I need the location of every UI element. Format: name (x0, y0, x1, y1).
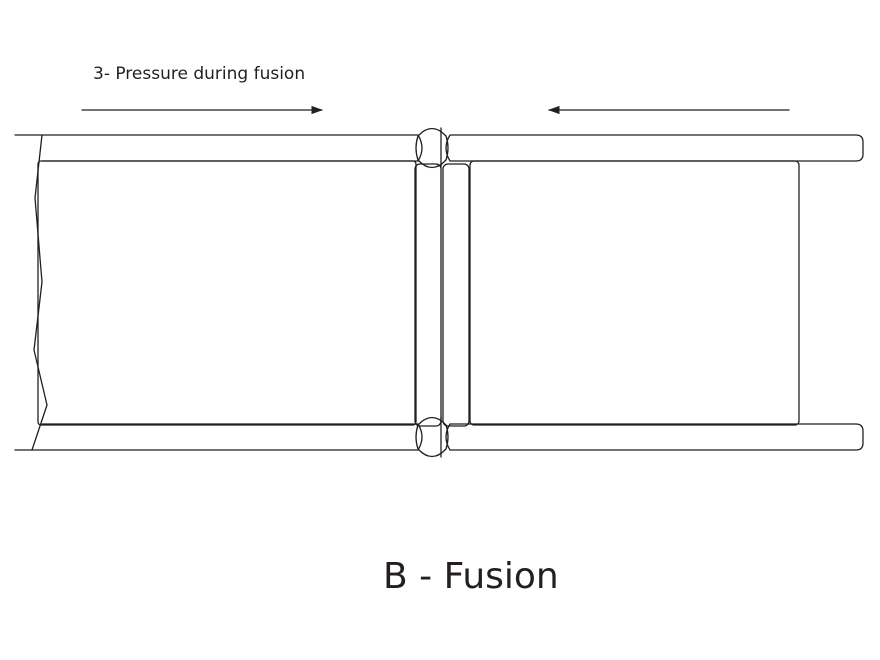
right-melt-band (442, 163, 470, 427)
left-pipe-bore (37, 160, 417, 426)
left-pipe-top-wall (14, 134, 423, 162)
top-melt-bead (415, 127, 449, 169)
step-label: 3- Pressure during fusion (93, 64, 306, 84)
left-pipe-bottom-wall (14, 423, 423, 451)
right-pipe (445, 134, 864, 451)
left-pipe (14, 134, 423, 451)
bottom-melt-bead (415, 416, 449, 458)
right-pipe-bore (469, 160, 800, 426)
right-pipe-bottom-wall (445, 423, 864, 451)
left-melt-band (414, 163, 442, 427)
fusion-joint (414, 127, 470, 458)
figure-caption: B - Fusion (383, 556, 559, 597)
right-pipe-top-wall (445, 134, 864, 162)
left-pipe-break-line (31, 134, 48, 451)
